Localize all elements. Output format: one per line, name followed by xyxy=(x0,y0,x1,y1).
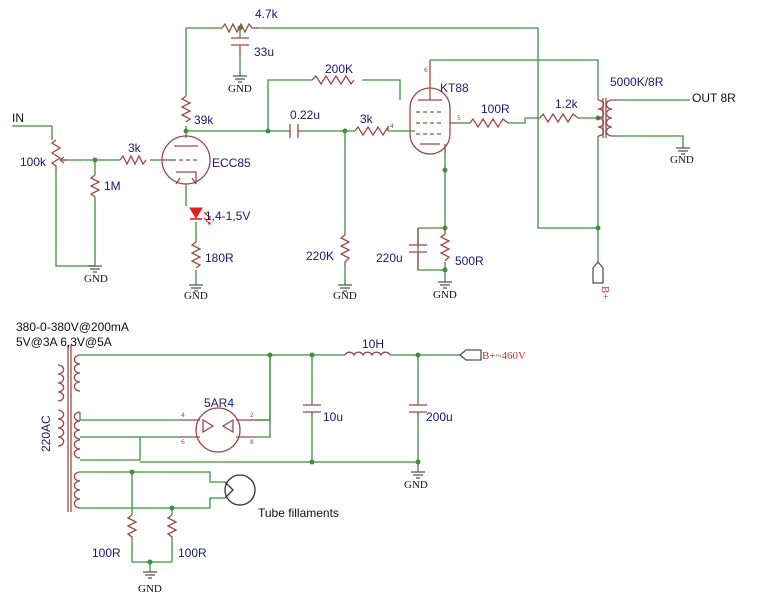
resistor-100r-right xyxy=(166,514,178,540)
ground-symbols xyxy=(88,75,690,579)
label-r-4k7: 4.7k xyxy=(255,7,279,21)
capacitor-022u xyxy=(289,124,300,138)
resistor-39k xyxy=(180,95,192,123)
resistor-100r-screen xyxy=(469,117,509,129)
label-c-10u: 10u xyxy=(323,410,343,424)
label-ecc85: ECC85 xyxy=(212,156,251,170)
svg-text:8: 8 xyxy=(250,439,254,446)
label-r-200k: 200K xyxy=(325,62,353,76)
resistor-180r xyxy=(190,241,202,269)
resistor-200k xyxy=(311,74,355,86)
label-mains: 220AC xyxy=(39,415,53,452)
label-choke: 10H xyxy=(362,337,384,351)
label-kt88: KT88 xyxy=(440,81,469,95)
label-input: IN xyxy=(12,111,24,125)
label-c-200u: 200u xyxy=(426,410,453,424)
resistor-500r xyxy=(439,228,451,262)
capacitor-10u xyxy=(303,404,321,418)
label-b-plus-supply: B+~460V xyxy=(482,350,526,362)
label-gnd-cathode: GND xyxy=(433,289,457,301)
kt88-tube-symbol: 6 4 5 xyxy=(390,60,461,155)
svg-text:2: 2 xyxy=(250,412,254,419)
label-gnd-input: GND xyxy=(84,273,108,285)
label-gnd-psu: GND xyxy=(404,479,428,491)
label-pot: 100k xyxy=(20,155,47,169)
svg-text:5: 5 xyxy=(457,115,461,122)
power-transformer xyxy=(57,345,81,512)
svg-text:6: 6 xyxy=(181,439,185,446)
output-transformer xyxy=(597,98,617,138)
label-r-3k-grid: 3k xyxy=(360,112,374,126)
label-rectifier: 5AR4 xyxy=(204,396,234,410)
rectifier-5ar4: 4 6 2 8 xyxy=(180,407,255,453)
label-gnd-filament: GND xyxy=(138,583,162,595)
potentiometer-100k xyxy=(50,139,68,172)
wires xyxy=(12,27,690,572)
labels: IN 100k 1M 3k 39k ECC85 1,4-1,5V 180R 4.… xyxy=(12,7,736,595)
label-r-100r-right: 100R xyxy=(178,546,207,560)
label-r-39k: 39k xyxy=(194,113,214,127)
svg-text:6: 6 xyxy=(424,67,428,74)
label-psu-spec-2: 5V@3A 6,3V@5A xyxy=(16,335,112,349)
resistor-100r-left xyxy=(126,514,138,540)
label-r-1m: 1M xyxy=(104,179,121,193)
label-transformer-out: 5000K/8R xyxy=(610,75,664,89)
capacitor-33u xyxy=(231,37,249,55)
label-r-100r-screen: 100R xyxy=(481,102,510,116)
label-r-1k2: 1.2k xyxy=(555,97,579,111)
b-plus-connector-top xyxy=(592,260,604,284)
label-psu-spec-1: 380-0-380V@200mA xyxy=(16,320,129,334)
b-plus-connector-supply xyxy=(458,349,482,361)
capacitor-220u xyxy=(409,228,427,270)
resistor-1m xyxy=(89,174,101,198)
resistor-3k-input xyxy=(119,154,147,166)
resistor-4k7 xyxy=(221,22,257,34)
label-led: 1,4-1,5V xyxy=(205,209,250,223)
label-gnd-led: GND xyxy=(184,290,208,302)
label-filaments: Tube fillaments xyxy=(258,506,339,520)
ecc85-tube-symbol xyxy=(161,135,211,185)
label-output: OUT 8R xyxy=(692,91,736,105)
filament-lamp xyxy=(224,474,256,506)
label-gnd-output: GND xyxy=(670,154,694,166)
label-gnd-33u: GND xyxy=(228,83,252,95)
resistor-3k-grid xyxy=(354,124,389,137)
svg-text:4: 4 xyxy=(390,123,394,130)
label-r-180: 180R xyxy=(205,251,234,265)
label-b-plus: B+ xyxy=(599,286,611,300)
resistor-220k xyxy=(339,234,351,266)
label-gnd-220k: GND xyxy=(333,290,357,302)
led-bias xyxy=(189,207,211,225)
choke-10h xyxy=(344,351,391,357)
label-r-500r: 500R xyxy=(455,254,484,268)
capacitor-200u xyxy=(409,404,427,418)
label-r-220k: 220K xyxy=(306,249,334,263)
label-c-33u: 33u xyxy=(254,45,274,59)
svg-text:4: 4 xyxy=(181,412,185,419)
label-r-3k-in: 3k xyxy=(128,141,142,155)
label-r-100r-left: 100R xyxy=(92,546,121,560)
label-c-022: 0.22u xyxy=(290,108,320,122)
label-c-220u: 220u xyxy=(376,251,403,265)
resistor-1k2 xyxy=(539,112,579,124)
